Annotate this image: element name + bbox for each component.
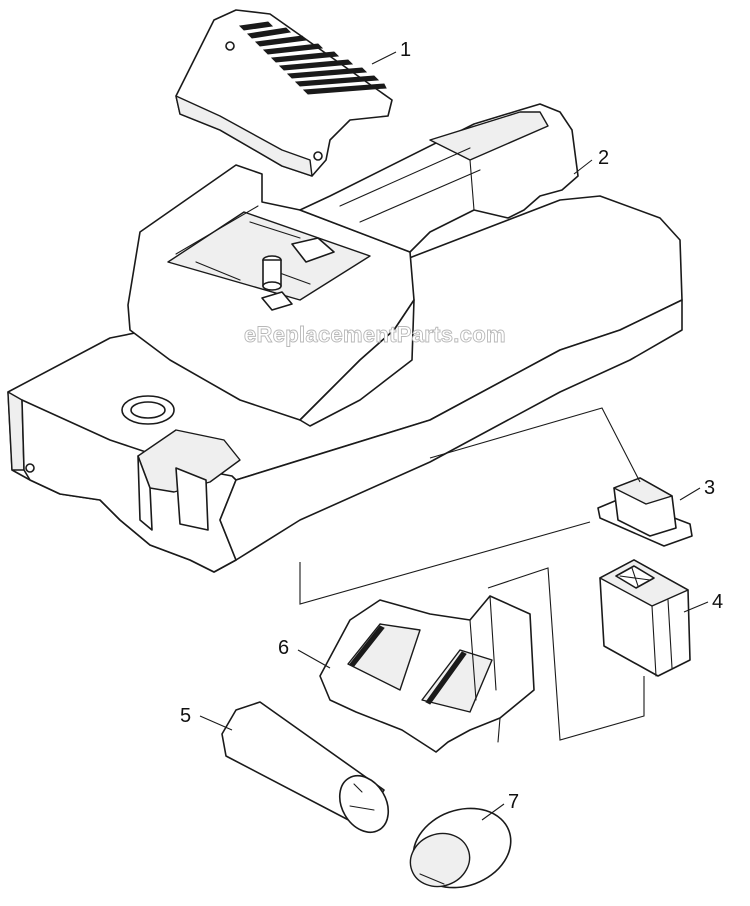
leader-line-1 xyxy=(371,51,397,65)
watermark: eReplacementParts.com xyxy=(244,322,506,347)
callout-4: 4 xyxy=(712,591,723,613)
callout-6: 6 xyxy=(278,637,289,659)
leader-line-3 xyxy=(679,487,701,501)
leader-line-4 xyxy=(683,601,709,613)
part-7-cap[interactable] xyxy=(402,795,522,901)
assembly-line-lower xyxy=(487,567,645,741)
leader-line-2 xyxy=(573,159,593,175)
part-4-switch[interactable] xyxy=(599,559,691,677)
callout-2: 2 xyxy=(598,147,609,169)
part-5-capacitor[interactable] xyxy=(221,701,398,841)
leader-line-7 xyxy=(481,803,505,821)
callout-5: 5 xyxy=(180,705,191,727)
callout-3: 3 xyxy=(704,477,715,499)
leader-line-6 xyxy=(297,649,331,669)
callout-1: 1 xyxy=(400,39,411,61)
part-2-housing[interactable] xyxy=(7,103,683,573)
part-1-vent-cover[interactable] xyxy=(175,9,393,177)
callout-7: 7 xyxy=(508,791,519,813)
part-6-bracket[interactable] xyxy=(319,595,535,753)
assembly-line-upper xyxy=(299,407,641,605)
leader-line-5 xyxy=(199,715,233,731)
part-3-push-button[interactable] xyxy=(597,477,693,547)
